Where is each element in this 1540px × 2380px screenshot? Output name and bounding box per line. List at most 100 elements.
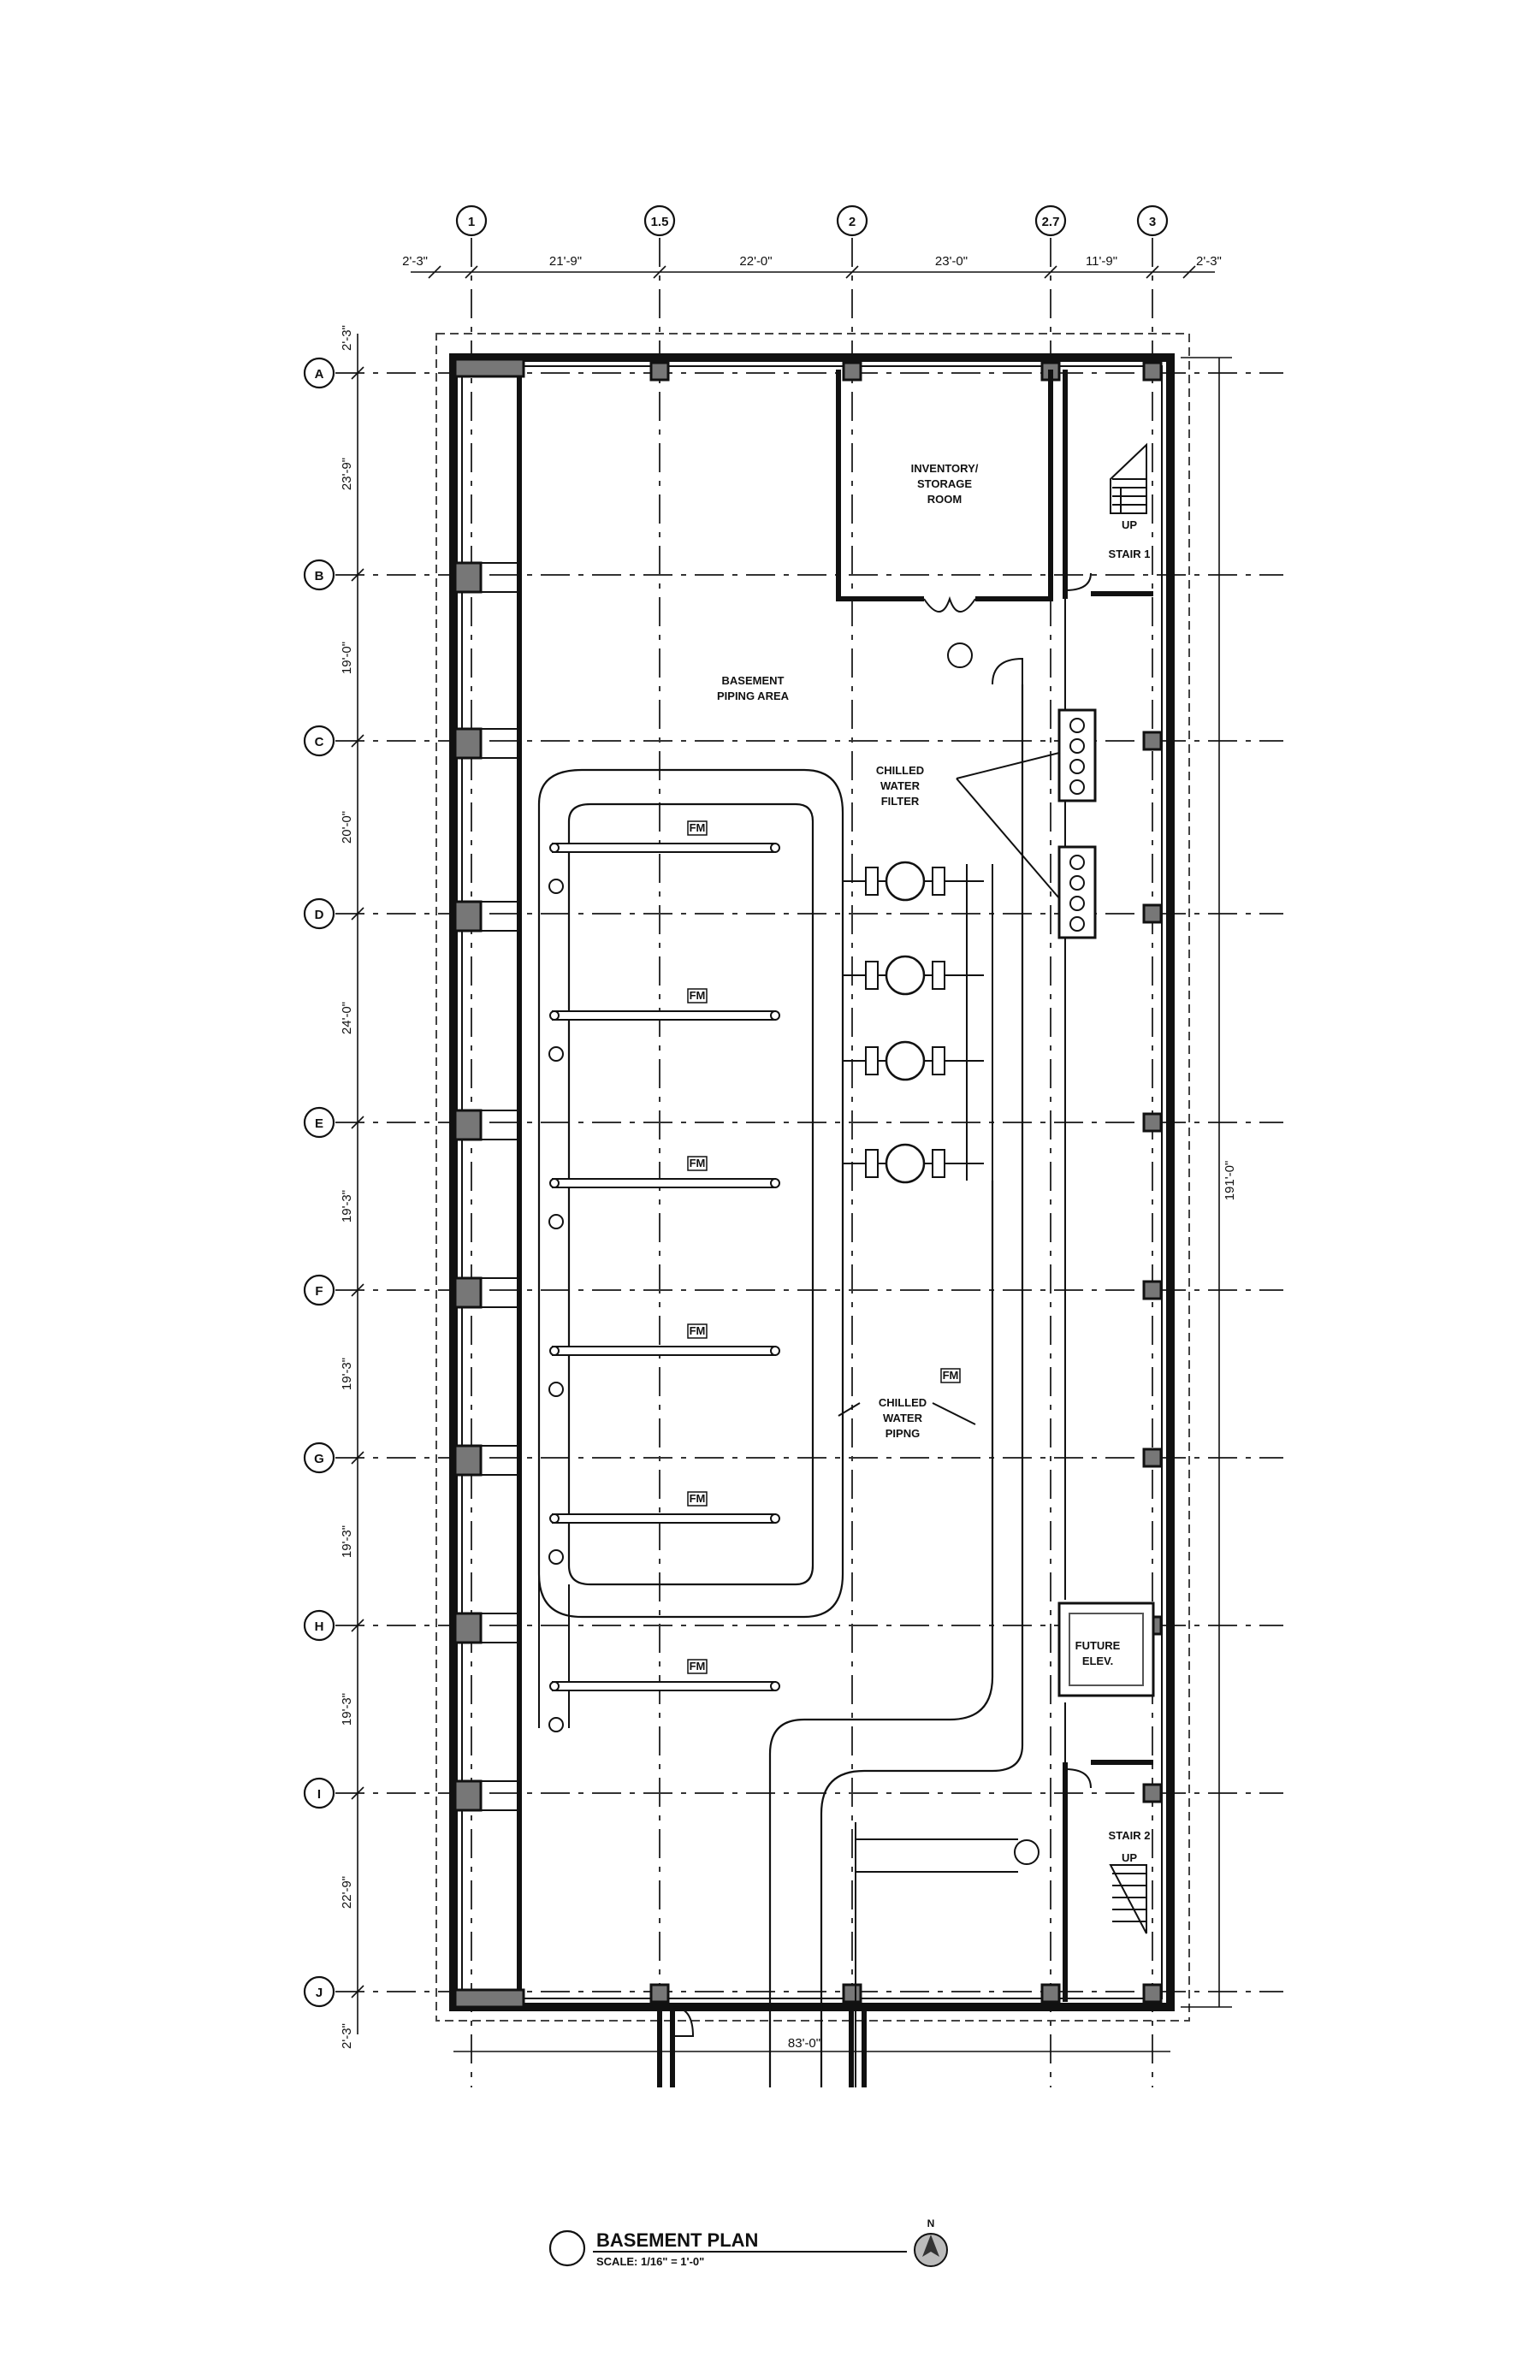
filter-cartridge: [1069, 738, 1085, 754]
drawing-number-bubble: [548, 2229, 586, 2267]
row-dimension: 19'-3": [340, 1358, 354, 1390]
row-label: A: [315, 367, 324, 382]
row-dimension: 24'-0": [340, 1002, 354, 1034]
valve: [770, 1346, 780, 1356]
basement-piping-area-label: PIPING AREA: [717, 690, 790, 702]
inventory-room-label: INVENTORY/: [911, 462, 979, 475]
chilled-water-piping-label: WATER: [883, 1412, 923, 1424]
column-bubble: [643, 204, 676, 237]
future-elevator-label: FUTURE: [1075, 1639, 1121, 1652]
riser-top: [992, 657, 1023, 685]
top-offset-dimension: 2'-3": [340, 325, 354, 351]
filter-cartridge: [1069, 896, 1085, 911]
pilaster-edge: [481, 901, 522, 932]
pump-flange: [932, 867, 945, 896]
stair-2-up-label: UP: [1122, 1851, 1137, 1864]
row-bubble: [303, 559, 335, 591]
piping-leader: [838, 1402, 976, 1425]
property-outline: [435, 333, 1190, 2022]
pilaster: [453, 561, 483, 594]
dim-tick: [351, 1116, 364, 1129]
entry-walls: [657, 2007, 867, 2087]
drain-symbol: [548, 1549, 564, 1565]
flow-meter-label: FM: [690, 1492, 706, 1505]
filter-cartridge: [1069, 779, 1085, 795]
column-bubble: [1136, 204, 1169, 237]
pump-flange: [865, 1149, 879, 1178]
row-bubble: [303, 1777, 335, 1809]
pump-flange: [865, 867, 879, 896]
stair-1-door: [1064, 572, 1092, 591]
pilaster-edge: [481, 1277, 522, 1308]
dim-tick: [351, 734, 364, 748]
chilled-water-piping-label: CHILLED: [879, 1396, 927, 1409]
future-elevator-label: ELEV.: [1082, 1655, 1113, 1667]
flow-meter-label: FM: [690, 989, 706, 1002]
row-bubble: [303, 1442, 335, 1474]
filter-cartridge: [1069, 916, 1085, 932]
row-dimension: 19'-3": [340, 1190, 354, 1223]
dim-tick: [351, 568, 364, 582]
row-label: D: [315, 908, 324, 922]
stair-2-door: [1064, 1768, 1092, 1789]
column-label: 1: [468, 215, 475, 229]
exterior-wall: [449, 353, 1175, 2011]
row-bubble: [303, 1609, 335, 1642]
row-label: B: [315, 569, 324, 583]
chilled-water-piping-label: PIPNG: [886, 1427, 920, 1440]
column-pad: [842, 361, 862, 382]
column-pad: [1142, 731, 1163, 751]
filter-cartridge: [1069, 718, 1085, 733]
filter-leader: [956, 752, 1060, 899]
column-dimension: 22'-0": [739, 254, 772, 269]
row-bubble: [303, 1106, 335, 1139]
pump: [885, 861, 926, 902]
pilaster-edge: [481, 1445, 522, 1476]
plan-title: BASEMENT PLAN: [596, 2229, 758, 2251]
dim-tick: [653, 265, 666, 279]
pilaster-edge: [481, 728, 522, 759]
column-bubble: [1034, 204, 1067, 237]
row-dimension: 22'-9": [340, 1876, 354, 1909]
row-dimension: 20'-0": [340, 811, 354, 844]
pilaster: [453, 1109, 483, 1141]
flow-meter-box: [687, 1323, 708, 1339]
valve: [549, 1513, 560, 1524]
drain-symbol: [548, 1046, 564, 1062]
branch-pipe: [552, 1010, 776, 1021]
loop-tail: [538, 1574, 570, 1728]
riser-symbol: [1014, 1839, 1040, 1865]
column-pad: [649, 361, 670, 382]
pilaster: [453, 1444, 483, 1477]
row-bubble: [303, 357, 335, 389]
pump-header: [966, 864, 993, 1181]
row-label: I: [317, 1787, 321, 1802]
entry-door: [672, 2006, 695, 2037]
row-label: G: [314, 1452, 324, 1466]
corner-column: [453, 1988, 525, 2009]
column-dimension: 2'-3": [1196, 254, 1222, 269]
flow-meter-box: [687, 988, 708, 1004]
column-label: 1.5: [651, 215, 669, 229]
column-pad: [1142, 1448, 1163, 1468]
dim-tick: [1146, 265, 1159, 279]
valve: [549, 1346, 560, 1356]
column-label: 2.7: [1042, 215, 1060, 229]
basement-piping-area-label: BASEMENT: [722, 674, 785, 687]
flow-meter-box: [940, 1368, 961, 1383]
column-pad: [1142, 1112, 1163, 1133]
flow-meter-label: FM: [943, 1369, 959, 1382]
drain-symbol: [548, 1214, 564, 1229]
pump: [885, 1040, 926, 1081]
column-pad: [649, 1983, 670, 2004]
column-dimension: 23'-0": [935, 254, 968, 269]
pump: [885, 1143, 926, 1184]
column-pad: [842, 1983, 862, 2004]
inventory-room-walls: [836, 370, 1053, 601]
inventory-room-label: ROOM: [927, 493, 962, 506]
dim-tick: [351, 1786, 364, 1800]
elevator-cab: [1069, 1613, 1144, 1686]
valve: [549, 1178, 560, 1188]
valve: [770, 1681, 780, 1691]
drain-symbol: [548, 1717, 564, 1732]
